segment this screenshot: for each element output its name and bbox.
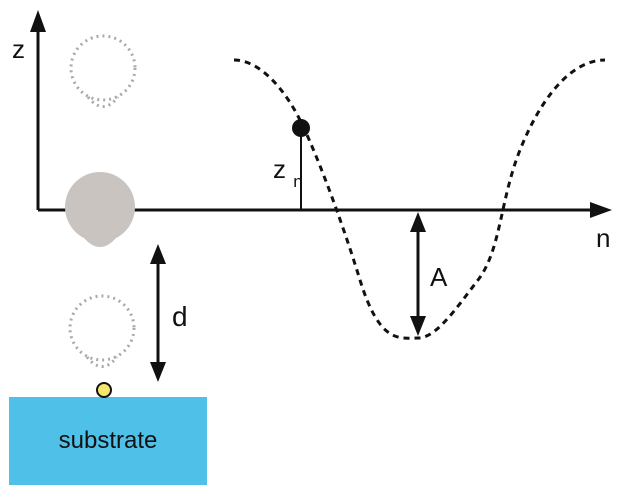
ghost-probe-top-body: [69, 34, 137, 102]
distance-arrowhead-bottom: [150, 362, 166, 382]
distance-label: d: [172, 301, 188, 332]
zn-label: z n: [273, 154, 303, 191]
amplitude-arrowhead-bottom: [410, 316, 426, 336]
ghost-probe-top: [69, 34, 137, 108]
zn-label-main: z: [273, 154, 286, 184]
probe-tip: [84, 238, 116, 247]
z-axis-label: z: [12, 34, 25, 64]
probe-at-rest: [65, 172, 135, 247]
amplitude-arrowhead-top: [410, 212, 426, 232]
oscillation-curve: [233, 58, 606, 340]
zn-label-subscript: n: [293, 172, 302, 191]
adatom: [96, 382, 112, 398]
ghost-probe-bottom: [68, 294, 136, 368]
n-axis-label: n: [596, 223, 610, 253]
z-axis-arrowhead: [30, 10, 46, 32]
substrate-label: substrate: [59, 427, 158, 454]
ghost-probe-top-tip: [86, 96, 120, 108]
n-axis-arrowhead: [590, 202, 612, 218]
probe-body: [65, 172, 135, 242]
ghost-probe-bottom-body: [68, 294, 136, 362]
amplitude-label: A: [430, 262, 448, 292]
substrate-block: [9, 397, 207, 485]
current-position-dot: [292, 119, 310, 137]
distance-arrowhead-top: [150, 244, 166, 264]
ghost-probe-bottom-tip: [85, 356, 119, 368]
